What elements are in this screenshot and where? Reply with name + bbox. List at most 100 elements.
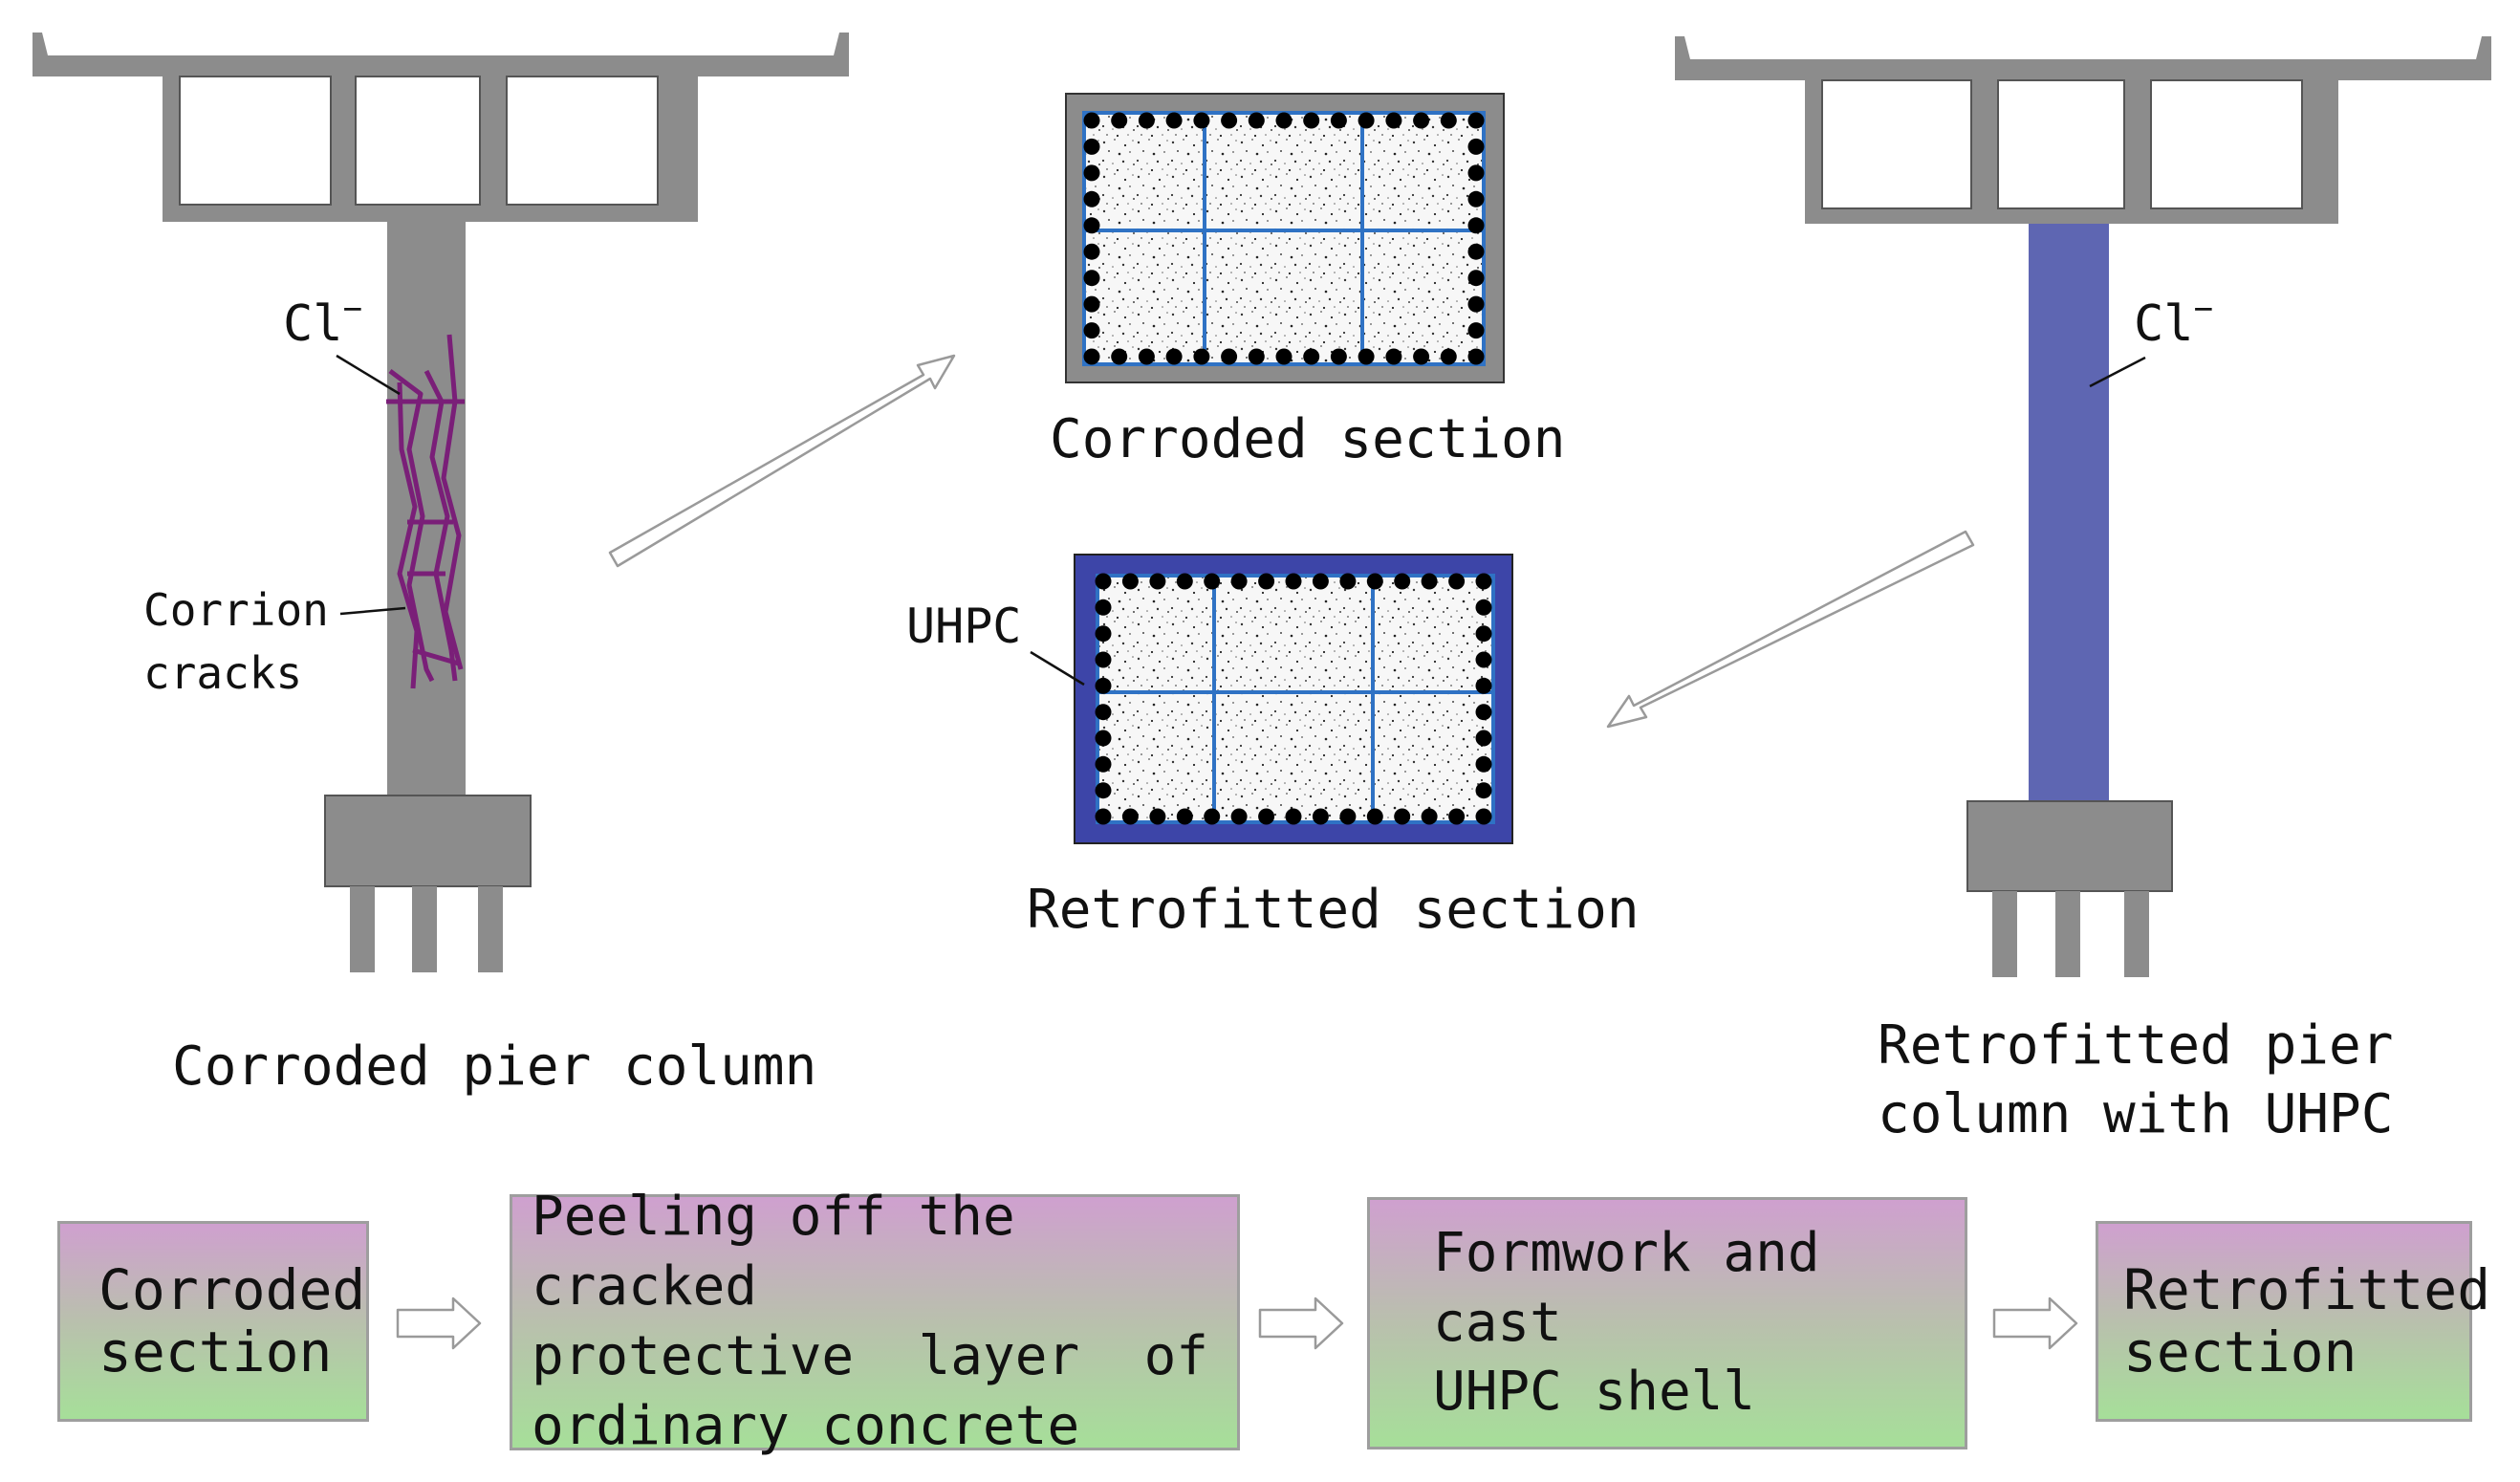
pile-left-3: [478, 886, 503, 972]
rebar-dot: [1413, 112, 1430, 129]
rebar-dot: [1258, 808, 1275, 825]
rebar-dot: [1413, 348, 1430, 365]
rebar-dot: [1230, 808, 1248, 825]
rebar-dot: [1095, 808, 1112, 825]
rebar-dot: [1467, 322, 1485, 339]
rebar-dot: [1467, 295, 1485, 313]
corrosion-cracks-label-line2: cracks: [143, 647, 302, 699]
rebar-dot: [1095, 573, 1112, 590]
rebar-dot: [1475, 730, 1492, 747]
rebar-dot: [1366, 808, 1383, 825]
retrofitted-pier: Cl− Retrofitted pier column with UHPC: [1675, 36, 2491, 1145]
process-step-formwork: Formwork and cast UHPC shell: [1367, 1197, 1967, 1449]
deck-cell-right-2: [1997, 79, 2125, 209]
process-arrow-1: [396, 1297, 482, 1350]
rebar-dot: [1339, 808, 1357, 825]
retrofitted-section-caption: Retrofitted section: [1027, 879, 1640, 941]
deck-cell-left-2: [355, 76, 481, 206]
rebar-dot: [1275, 112, 1293, 129]
rebar-dot: [1467, 348, 1485, 365]
pile-right-2: [2055, 891, 2080, 977]
cl-right-label: Cl−: [2134, 290, 2213, 353]
pile-cap-right: [1966, 800, 2173, 892]
rebar-dot: [1467, 217, 1485, 234]
rebar-dot: [1095, 677, 1112, 694]
rebar-dot: [1285, 573, 1302, 590]
rebar-dot: [1312, 573, 1329, 590]
rebar-dot: [1467, 138, 1485, 155]
rebar-dot: [1221, 348, 1238, 365]
rebar-dot: [1421, 573, 1438, 590]
rebar-dot: [1330, 112, 1347, 129]
rebar-dot: [1475, 573, 1492, 590]
rebar-dot: [1095, 782, 1112, 799]
uhpc-jacketed-column: [2029, 224, 2109, 801]
rebar-dot: [1165, 112, 1183, 129]
rebar-dot: [1475, 625, 1492, 643]
rebar-dot: [1083, 295, 1100, 313]
rebar-dot: [1095, 730, 1112, 747]
rebar-dot: [1467, 243, 1485, 260]
rebar-dot: [1083, 190, 1100, 207]
rebar-dot: [1111, 348, 1128, 365]
rebar-dot: [1339, 573, 1357, 590]
corroded-section-caption: Corroded section: [1050, 408, 1565, 470]
rebar-dot: [1083, 112, 1100, 129]
corroded-pier: Cl− Corrion cracks Corroded pier column: [33, 33, 849, 1098]
rebar-dot: [1149, 573, 1166, 590]
rebar-dot: [1467, 270, 1485, 287]
rebar-dot: [1083, 164, 1100, 182]
retrofitted-pier-caption-line2: column with UHPC: [1878, 1083, 2393, 1145]
cl-left-leader: [336, 354, 401, 396]
rebar-dot: [1083, 243, 1100, 260]
rebar-dot: [1083, 270, 1100, 287]
rebar-dot: [1440, 348, 1457, 365]
rebar-dot: [1176, 573, 1193, 590]
rebar-dot: [1083, 322, 1100, 339]
rebar-dot: [1095, 704, 1112, 721]
rebar-dot: [1095, 625, 1112, 643]
rebar-dot: [1467, 190, 1485, 207]
pile-cap-left: [324, 795, 532, 887]
corroded-section-rebars: [1083, 112, 1485, 365]
rebar-dot: [1204, 808, 1221, 825]
process-step-retrofitted-section: Retrofitted section: [2096, 1221, 2490, 1422]
corroded-pier-caption: Corroded pier column: [172, 1035, 816, 1098]
rebar-dot: [1193, 112, 1210, 129]
rebar-dot: [1312, 808, 1329, 825]
deck-cell-left-1: [179, 76, 332, 206]
rebar-dot: [1467, 164, 1485, 182]
rebar-dot: [1303, 348, 1320, 365]
rebar-dot: [1394, 573, 1411, 590]
rebar-dot: [1221, 112, 1238, 129]
rebar-dot: [1475, 677, 1492, 694]
rebar-dot: [1095, 599, 1112, 616]
pile-left-1: [350, 886, 375, 972]
process-step-corroded-section: Corroded section: [57, 1221, 369, 1422]
process-step-text: Retrofitted section: [2123, 1257, 2491, 1384]
process-step-peeling: Peeling off the cracked protective layer…: [510, 1186, 1240, 1457]
pile-left-2: [412, 886, 437, 972]
process-step-text: Peeling off the cracked protective layer…: [532, 1186, 1209, 1457]
rebar-dot: [1121, 573, 1139, 590]
rebar-dot: [1165, 348, 1183, 365]
uhpc-label: UHPC: [906, 599, 1021, 654]
retrofitted-section-core: [1096, 574, 1495, 824]
rebar-dot: [1121, 808, 1139, 825]
rebar-dot: [1475, 808, 1492, 825]
corroded-section: Corroded section: [1050, 93, 1565, 470]
deck-cell-right-1: [1821, 79, 1972, 209]
rebar-dot: [1475, 704, 1492, 721]
uhpc-leader: [1030, 650, 1085, 687]
rebar-dot: [1258, 573, 1275, 590]
process-arrow-2: [1258, 1297, 1344, 1350]
rebar-dot: [1421, 808, 1438, 825]
corrosion-cracks-label-line1: Corrion: [143, 584, 329, 636]
rebar-dot: [1303, 112, 1320, 129]
rebar-dot: [1095, 755, 1112, 773]
rebar-dot: [1204, 573, 1221, 590]
corroded-section-core: [1082, 111, 1484, 364]
rebar-dot: [1475, 651, 1492, 668]
process-step-text: Corroded section: [98, 1257, 366, 1384]
rebar-dot: [1083, 348, 1100, 365]
